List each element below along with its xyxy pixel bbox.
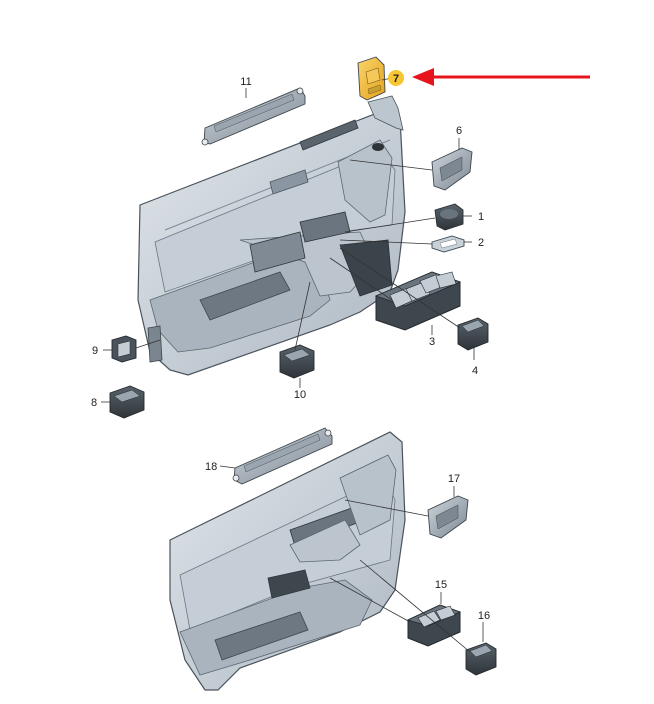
part-1-mirror-switch[interactable] <box>434 203 464 231</box>
part-7-highlighted-switch[interactable] <box>357 56 404 131</box>
part-11-trim-strip[interactable] <box>201 87 306 146</box>
label-10: 10 <box>294 389 306 401</box>
part-4-single-switch[interactable] <box>457 317 489 351</box>
label-9: 9 <box>92 345 98 357</box>
rear-door-panel <box>169 431 406 691</box>
label-4: 4 <box>472 365 478 377</box>
red-pointer-arrow <box>412 68 590 86</box>
label-11: 11 <box>240 76 251 88</box>
label-15: 15 <box>435 579 447 591</box>
label-17: 17 <box>448 473 460 485</box>
label-3: 3 <box>429 336 435 348</box>
part-8-switch[interactable] <box>109 385 145 419</box>
callout-labels: 11 7 6 1 2 3 4 9 8 10 18 17 15 16 <box>91 70 490 622</box>
label-18: 18 <box>205 461 217 473</box>
label-2: 2 <box>478 237 484 249</box>
part-10-switch[interactable] <box>279 344 315 379</box>
badge-7 <box>388 70 404 86</box>
leader-lines <box>101 77 484 653</box>
label-8: 8 <box>91 397 97 409</box>
part-17-switch-panel[interactable] <box>427 495 469 539</box>
label-7: 7 <box>393 73 399 85</box>
part-6-switch-panel[interactable] <box>431 147 473 191</box>
label-16: 16 <box>478 610 490 622</box>
part-16-single-switch[interactable] <box>465 642 497 676</box>
part-9-switch-bracket[interactable] <box>111 335 137 363</box>
part-3-window-switch-block[interactable] <box>374 271 462 331</box>
part-18-trim-strip[interactable] <box>232 427 333 485</box>
part-15-window-switch-block[interactable] <box>406 604 462 647</box>
part-2-gasket[interactable] <box>431 235 465 253</box>
label-6: 6 <box>456 125 462 137</box>
front-door-panel <box>137 109 406 376</box>
label-1: 1 <box>478 211 484 223</box>
